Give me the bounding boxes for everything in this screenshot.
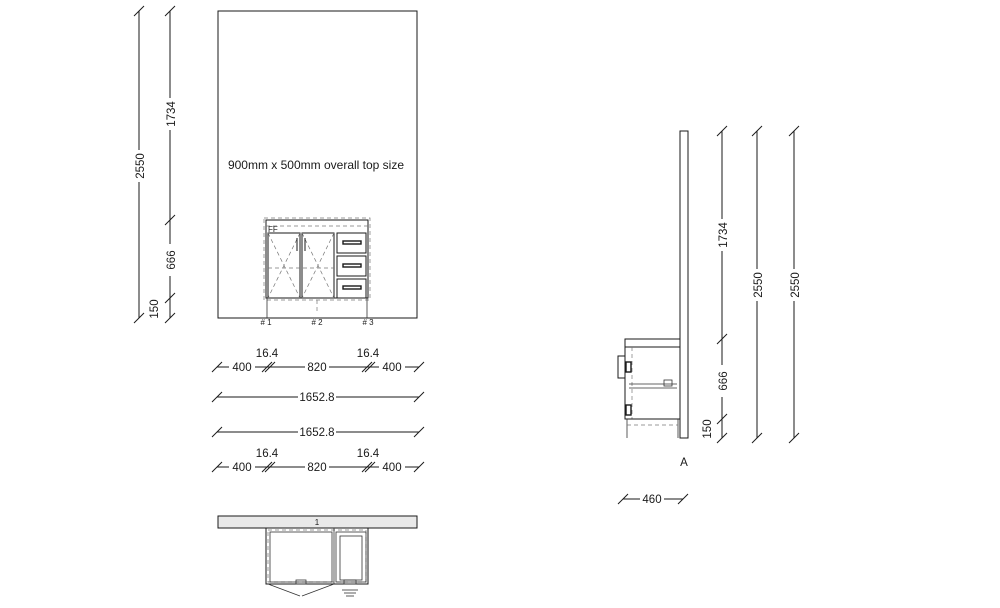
cabinet-tag: FF [268, 225, 278, 234]
dim-row-2: 1652.8 [211, 390, 425, 404]
side-dim-overall-2: 2550 [790, 272, 802, 298]
dim-overall-height: 2550 [135, 153, 147, 179]
side-cabinet [617, 338, 681, 438]
dim-row4-left: 400 [232, 462, 251, 474]
side-dim-kick: 150 [702, 419, 714, 438]
drawer-top [336, 232, 367, 254]
marker-3: # 3 [362, 318, 374, 327]
drawer-middle [336, 255, 367, 277]
dim-row1-right: 400 [382, 362, 401, 374]
side-dim-overall-1: 2550 [753, 272, 765, 298]
side-label: A [680, 457, 688, 469]
left-door [267, 232, 301, 299]
dim-row4-center: 820 [307, 462, 326, 474]
wall-outline [217, 10, 418, 319]
dim-total-2: 1652.8 [299, 427, 334, 439]
dim-row1-gap-right: 16.4 [357, 348, 380, 360]
side-panel [679, 130, 689, 439]
side-dim-middle: 666 [718, 371, 730, 390]
dim-row-1: 400 16.4 820 16.4 400 [211, 348, 425, 374]
front-elevation: 900mm x 500mm overall top size FF [131, 5, 418, 327]
dim-row-3: 1652.8 [211, 425, 425, 439]
side-dim-upper: 1734 [718, 222, 730, 248]
dim-kick: 150 [149, 299, 161, 318]
dim-row4-gap-left: 16.4 [256, 448, 279, 460]
front-vertical-dimensions: 2550 1734 666 150 [131, 5, 178, 324]
side-elevation: A 460 1734 666 150 2550 [617, 125, 802, 506]
marker-2: # 2 [311, 318, 323, 327]
plan-label: 1 [315, 518, 320, 527]
dim-row-4: 400 16.4 820 16.4 400 [211, 448, 425, 474]
dim-row4-right: 400 [382, 462, 401, 474]
dim-row4-gap-right: 16.4 [357, 448, 380, 460]
drawer-bottom [336, 278, 367, 299]
dim-row1-left: 400 [232, 362, 251, 374]
horizontal-dimensions: 400 16.4 820 16.4 400 1652.8 1652.8 [211, 348, 425, 474]
side-depth-dimension: 460 [617, 492, 689, 506]
right-door [301, 232, 335, 299]
marker-1: # 1 [260, 318, 272, 327]
dim-depth: 460 [642, 494, 661, 506]
overall-top-size-note: 900mm x 500mm overall top size [228, 158, 404, 172]
dim-upper: 1734 [166, 101, 178, 127]
dim-middle: 666 [166, 250, 178, 269]
dim-row1-gap-left: 16.4 [256, 348, 279, 360]
side-vertical-dimensions: 1734 666 150 2550 2550 [702, 125, 802, 444]
dim-row1-center: 820 [307, 362, 326, 374]
plan-view: 1 [217, 515, 418, 597]
vanity-cabinet: FF # 1 # 2 # 3 [260, 217, 374, 327]
dim-total-1: 1652.8 [299, 392, 334, 404]
